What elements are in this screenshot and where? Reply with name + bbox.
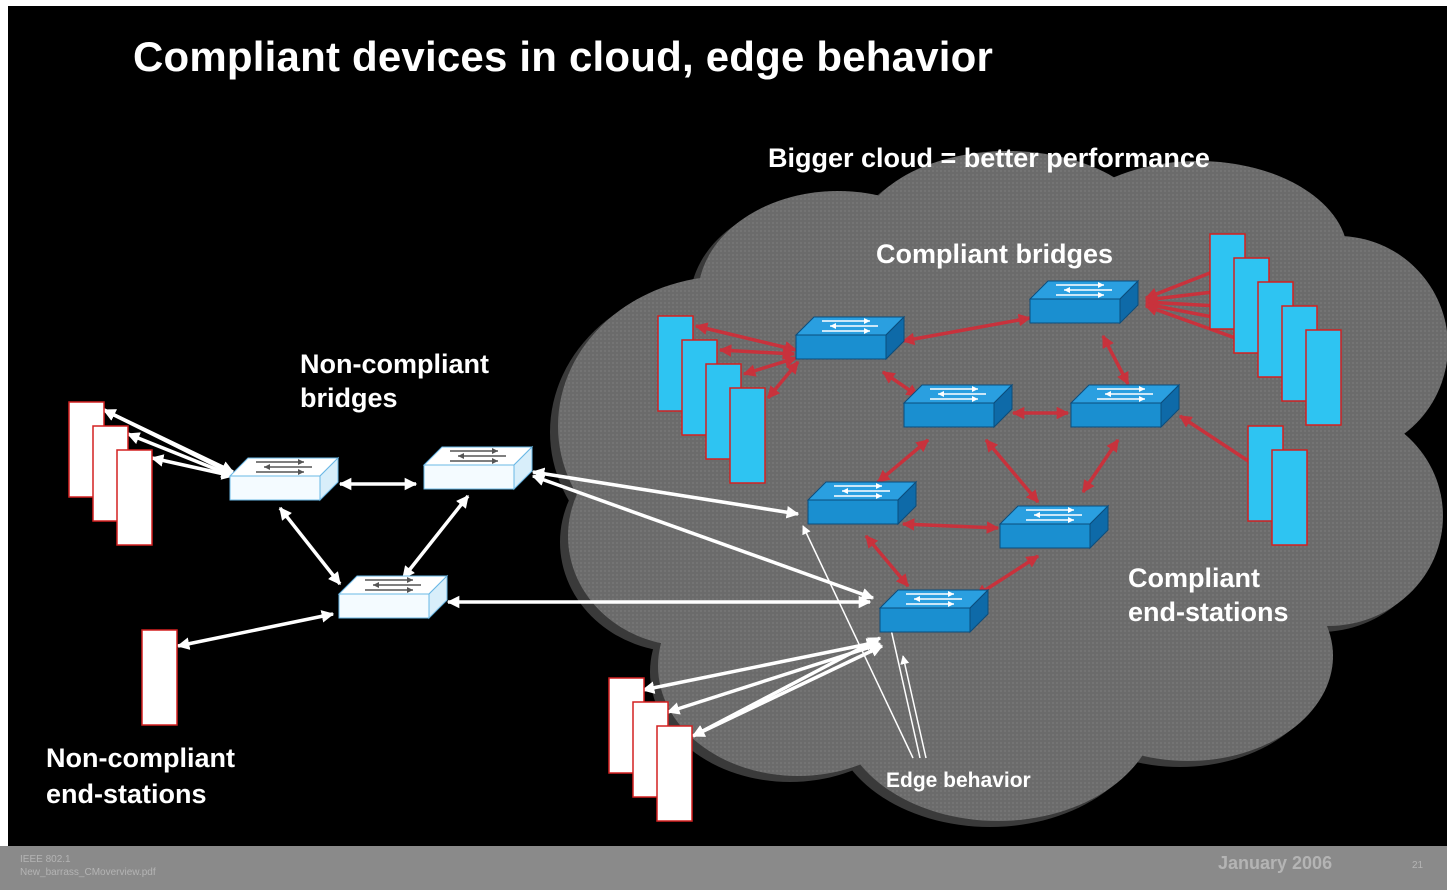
compliant-bridge [806, 480, 918, 526]
bridges [228, 279, 1181, 634]
link [766, 360, 800, 400]
link [864, 534, 910, 588]
link [901, 518, 1000, 534]
link [278, 506, 342, 586]
link [691, 636, 882, 738]
noncompliant-endstations-bottom [608, 677, 693, 822]
compliant-endstations-label-line2: end-stations [1128, 597, 1289, 627]
compliant-endstations-left [657, 315, 766, 484]
compliant-bridge [902, 383, 1014, 429]
compliant-endstations-pair [1247, 425, 1308, 546]
slide-title: Compliant devices in cloud, edge behavio… [133, 33, 994, 80]
compliant-bridge [998, 504, 1110, 550]
pointer [885, 615, 921, 759]
link [974, 554, 1040, 598]
link [718, 344, 796, 360]
network-diagram [68, 151, 1447, 827]
endstation [729, 387, 766, 484]
endstation [141, 629, 178, 726]
endstation [656, 725, 693, 822]
compliant-bridge [1069, 383, 1181, 429]
footer-line2: New_barrass_CMoverview.pdf [20, 867, 156, 878]
footer-line1: IEEE 802.1 [20, 854, 71, 865]
link [102, 408, 235, 474]
link [1101, 334, 1130, 386]
footer-source: IEEE 802.1 New_barrass_CMoverview.pdf [20, 853, 156, 879]
link [881, 370, 920, 398]
bigger-cloud-label: Bigger cloud = better performance [768, 143, 1210, 173]
slide-stage: Compliant devices in cloud, edge behavio… [8, 6, 1447, 846]
compliant-bridges-label: Compliant bridges [876, 239, 1114, 269]
compliant-bridge [794, 315, 906, 361]
link [901, 313, 1032, 346]
noncompliant-links [102, 408, 884, 738]
link [531, 473, 875, 601]
noncompliant-bridges-label-line1: Non-compliant [300, 349, 489, 379]
compliant-bridge [878, 588, 990, 634]
edge-behavior-pointers [802, 525, 927, 759]
page-number: 21 [1412, 860, 1424, 871]
endstation [1271, 449, 1308, 546]
noncompliant-bridge [337, 574, 449, 620]
endstation [116, 449, 153, 546]
link [984, 438, 1040, 504]
compliant-bridge [1028, 279, 1140, 325]
link [401, 494, 470, 580]
compliant-endstations-right [1209, 233, 1342, 426]
noncompliant-bridges-label-line2: bridges [300, 383, 398, 413]
pointer [900, 655, 927, 759]
noncompliant-bridge [228, 456, 340, 502]
noncompliant-endstations-label-line1: Non-compliant [46, 743, 235, 773]
edge-behavior-label: Edge behavior [886, 769, 1031, 792]
noncompliant-bridge [422, 445, 534, 491]
noncompliant-endstations-stack [68, 401, 153, 546]
link [176, 610, 335, 650]
noncompliant-endstation-single [141, 629, 178, 726]
footer-date: January 2006 [1218, 853, 1333, 873]
slide-footer: IEEE 802.1 New_barrass_CMoverview.pdf Ja… [0, 846, 1447, 890]
noncompliant-endstations-label-line2: end-stations [46, 779, 207, 809]
compliant-endstations-label-line1: Compliant [1128, 563, 1260, 593]
link [1081, 438, 1120, 494]
pointer [802, 525, 914, 759]
endstation [1305, 329, 1342, 426]
link [876, 438, 930, 484]
